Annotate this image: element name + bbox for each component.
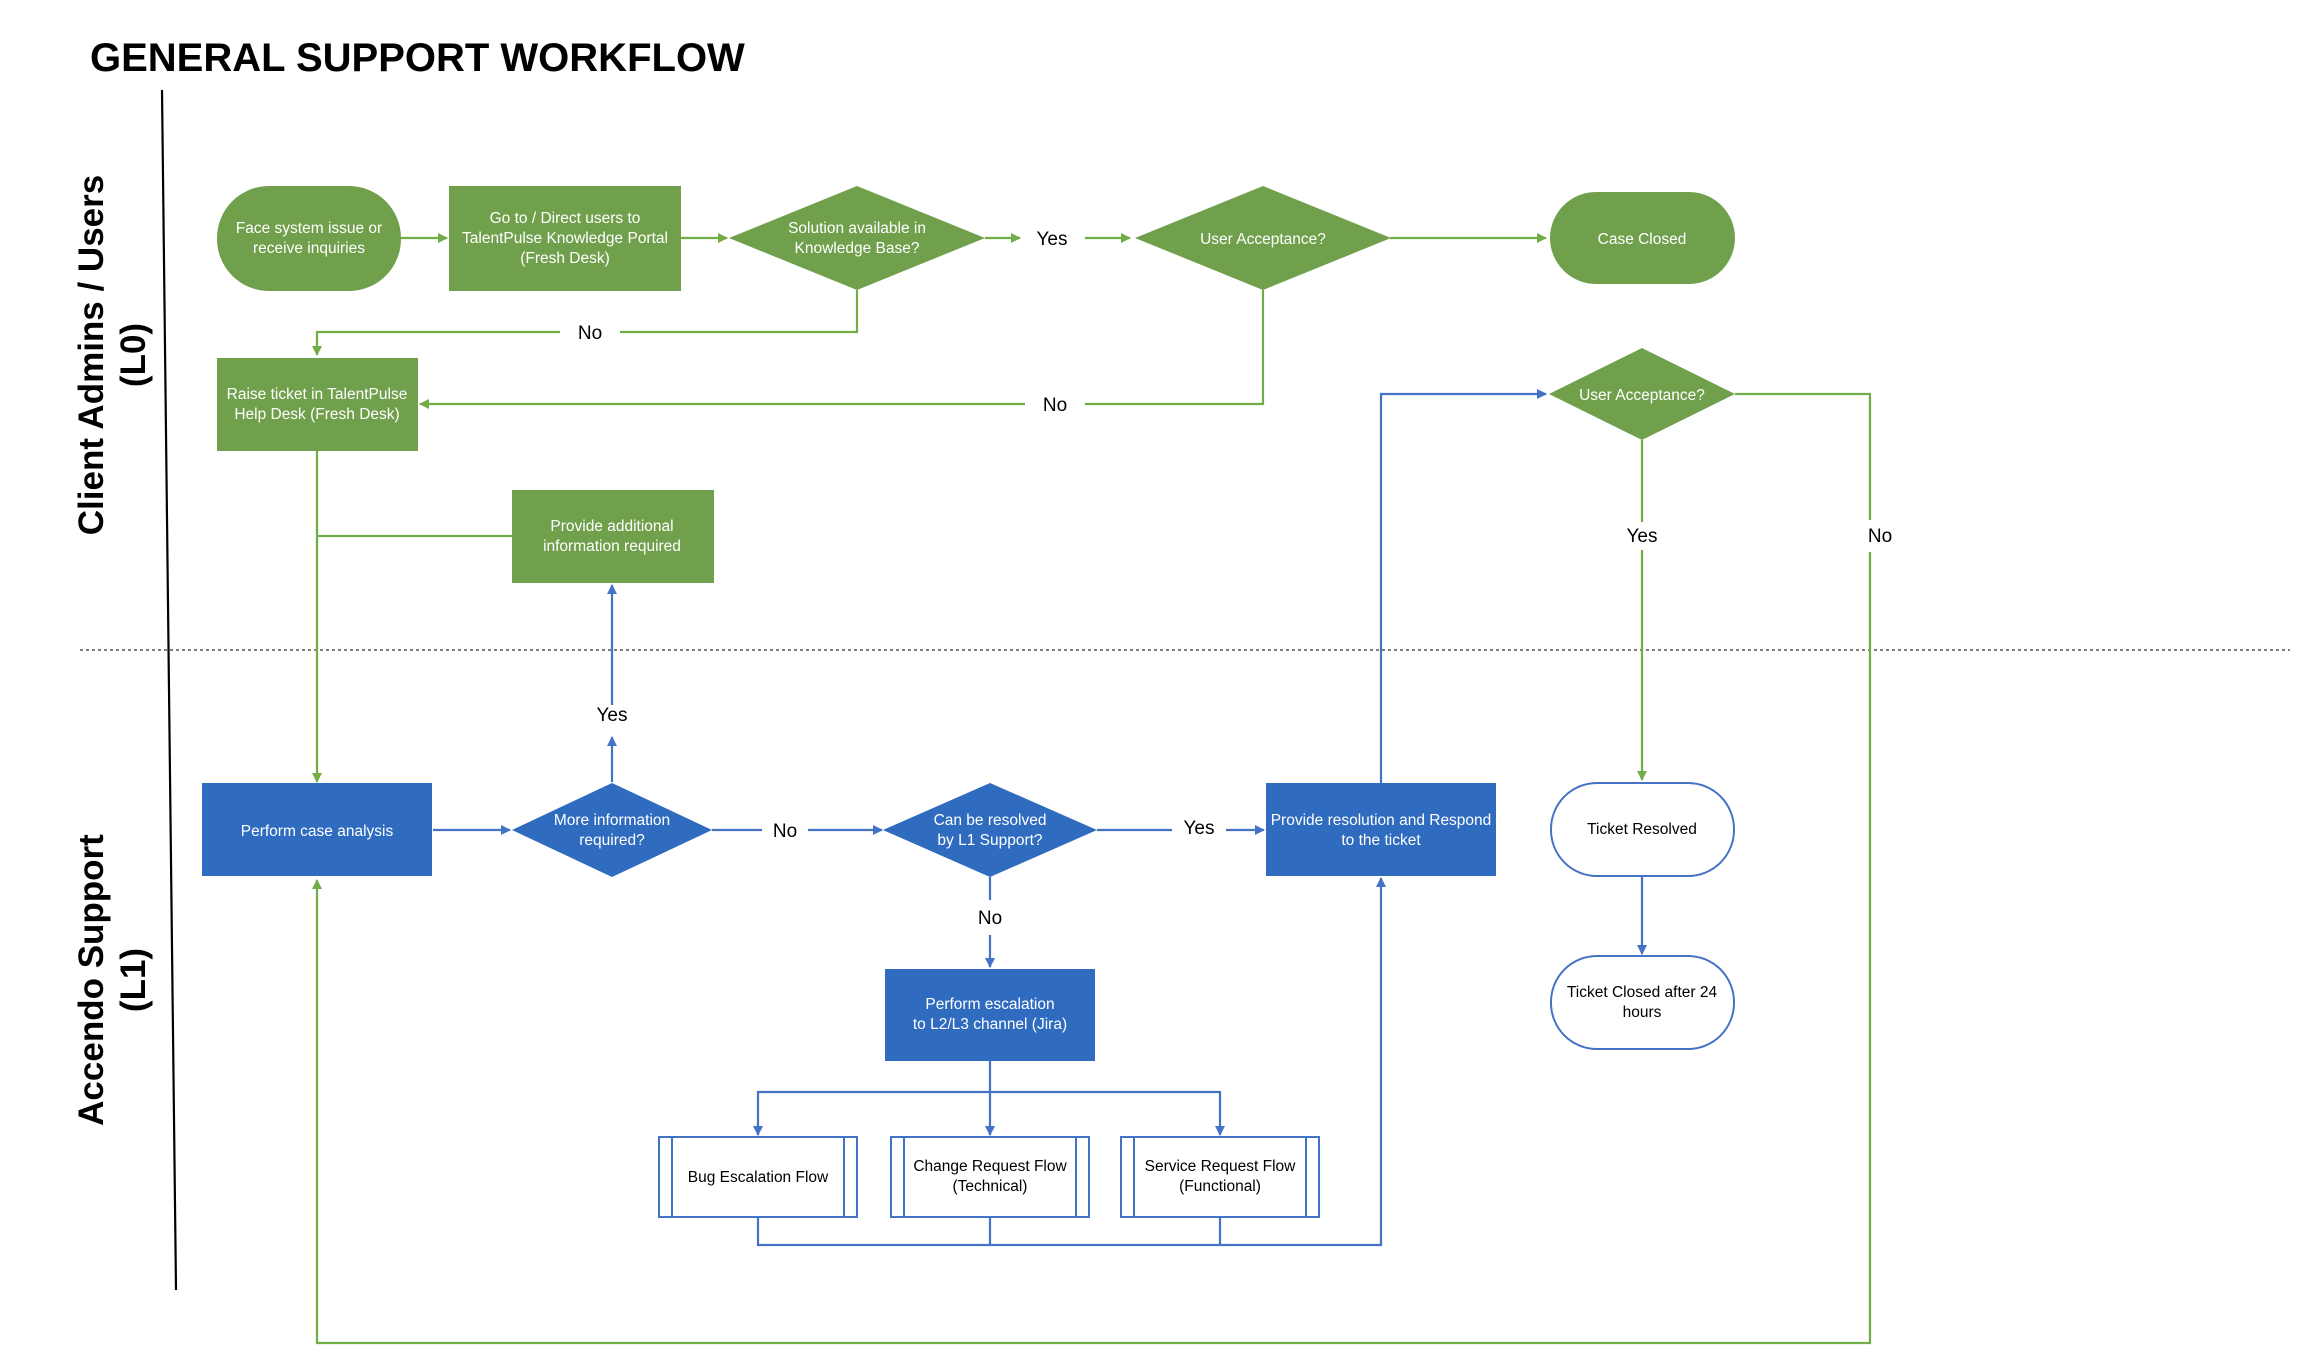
svg-text:Change Request Flow: Change Request Flow bbox=[913, 1158, 1067, 1175]
node-solution-available: Solution available in Knowledge Base? bbox=[729, 186, 985, 290]
svg-text:Provide resolution and Respond: Provide resolution and Respond bbox=[1271, 812, 1492, 829]
node-escalation: Perform escalation to L2/L3 channel (Jir… bbox=[885, 969, 1095, 1061]
node-change-flow: Change Request Flow (Technical) bbox=[890, 1136, 1090, 1218]
svg-text:Go to / Direct users to: Go to / Direct users to bbox=[490, 210, 641, 227]
edge-resolution-to-acceptance bbox=[1379, 389, 1547, 783]
svg-text:Provide additional: Provide additional bbox=[550, 518, 673, 535]
svg-text:required?: required? bbox=[579, 832, 645, 849]
label-solution-no: No bbox=[578, 323, 602, 344]
svg-text:Bug Escalation Flow: Bug Escalation Flow bbox=[688, 1169, 829, 1186]
svg-text:Face system issue or: Face system issue or bbox=[236, 220, 382, 237]
svg-text:to the ticket: to the ticket bbox=[1341, 832, 1421, 849]
svg-text:Service Request Flow: Service Request Flow bbox=[1145, 1158, 1297, 1175]
node-case-analysis: Perform case analysis bbox=[202, 783, 432, 876]
svg-text:Knowledge Base?: Knowledge Base? bbox=[795, 240, 920, 257]
svg-text:to L2/L3 channel (Jira): to L2/L3 channel (Jira) bbox=[913, 1016, 1067, 1033]
edge-solution-no-a bbox=[620, 290, 859, 334]
svg-text:Ticket Closed after 24: Ticket Closed after 24 bbox=[1567, 984, 1718, 1001]
edge-escalation-to-bug bbox=[753, 1090, 990, 1136]
label-moreinfo-yes: Yes bbox=[597, 705, 628, 726]
svg-text:(Functional): (Functional) bbox=[1179, 1178, 1261, 1195]
node-provide-resolution: Provide resolution and Respond to the ti… bbox=[1266, 783, 1496, 876]
svg-text:(Technical): (Technical) bbox=[953, 1178, 1028, 1195]
label-accept2-no: No bbox=[1868, 526, 1892, 547]
svg-text:by L1 Support?: by L1 Support? bbox=[937, 832, 1043, 849]
node-user-acceptance-1: User Acceptance? bbox=[1135, 186, 1391, 290]
label-resolved-yes: Yes bbox=[1184, 818, 1215, 839]
label-resolved-no: No bbox=[978, 908, 1002, 929]
node-user-acceptance-2: User Acceptance? bbox=[1549, 348, 1735, 440]
lane-l0-line1: Client Admins / Users bbox=[72, 175, 111, 535]
svg-text:Raise ticket in TalentPulse: Raise ticket in TalentPulse bbox=[227, 386, 408, 403]
svg-text:Solution available in: Solution available in bbox=[788, 220, 926, 237]
edge-solution-no-b bbox=[312, 330, 560, 356]
svg-text:User Acceptance?: User Acceptance? bbox=[1579, 387, 1705, 404]
page-title: GENERAL SUPPORT WORKFLOW bbox=[90, 36, 745, 80]
node-bug-flow: Bug Escalation Flow bbox=[658, 1136, 858, 1218]
svg-text:More information: More information bbox=[554, 812, 670, 829]
node-resolved-l1: Can be resolved by L1 Support? bbox=[883, 783, 1097, 877]
lane-l0-line2: (L0) bbox=[114, 323, 153, 387]
node-face-issue: Face system issue or receive inquiries bbox=[217, 186, 401, 291]
lane-label-l1: Accendo Support (L1) bbox=[72, 834, 153, 1126]
node-knowledge-portal: Go to / Direct users to TalentPulse Know… bbox=[449, 186, 681, 291]
lane-l1-line1: Accendo Support bbox=[72, 834, 111, 1126]
svg-text:User Acceptance?: User Acceptance? bbox=[1200, 231, 1326, 248]
svg-text:Ticket Resolved: Ticket Resolved bbox=[1587, 821, 1697, 838]
svg-text:Case Closed: Case Closed bbox=[1598, 231, 1687, 248]
edge-escalation-to-service bbox=[990, 1090, 1225, 1136]
lane-header-divider bbox=[160, 89, 178, 1291]
svg-text:Help Desk (Fresh Desk): Help Desk (Fresh Desk) bbox=[234, 406, 399, 423]
edge-acceptance-no-a bbox=[1085, 290, 1265, 406]
lane-label-l0: Client Admins / Users (L0) bbox=[72, 175, 153, 535]
node-ticket-resolved: Ticket Resolved bbox=[1550, 782, 1735, 877]
svg-text:(Fresh Desk): (Fresh Desk) bbox=[520, 250, 610, 267]
node-service-flow: Service Request Flow (Functional) bbox=[1120, 1136, 1320, 1218]
label-acceptance-no: No bbox=[1043, 395, 1067, 416]
edge-accept2-no-a bbox=[1735, 392, 1872, 520]
node-more-info: More information required? bbox=[512, 783, 712, 877]
svg-text:Perform case analysis: Perform case analysis bbox=[241, 823, 394, 840]
node-additional-info: Provide additional information required bbox=[512, 490, 714, 583]
node-raise-ticket: Raise ticket in TalentPulse Help Desk (F… bbox=[217, 358, 418, 451]
label-moreinfo-no: No bbox=[773, 821, 797, 842]
label-accept2-yes: Yes bbox=[1627, 526, 1658, 547]
svg-text:hours: hours bbox=[1623, 1004, 1662, 1021]
svg-text:TalentPulse Knowledge Portal: TalentPulse Knowledge Portal bbox=[462, 230, 668, 247]
svg-text:Can be resolved: Can be resolved bbox=[934, 812, 1047, 829]
node-ticket-closed: Ticket Closed after 24 hours bbox=[1550, 955, 1735, 1050]
svg-text:information required: information required bbox=[543, 538, 681, 555]
edge-accept2-no-b bbox=[312, 552, 1872, 1345]
svg-text:Perform escalation: Perform escalation bbox=[925, 996, 1054, 1013]
lane-l1-line2: (L1) bbox=[114, 948, 153, 1012]
edge-flows-to-resolution bbox=[756, 877, 1386, 1247]
svg-text:receive inquiries: receive inquiries bbox=[253, 240, 365, 257]
label-solution-yes: Yes bbox=[1037, 229, 1068, 250]
node-case-closed: Case Closed bbox=[1550, 192, 1735, 284]
